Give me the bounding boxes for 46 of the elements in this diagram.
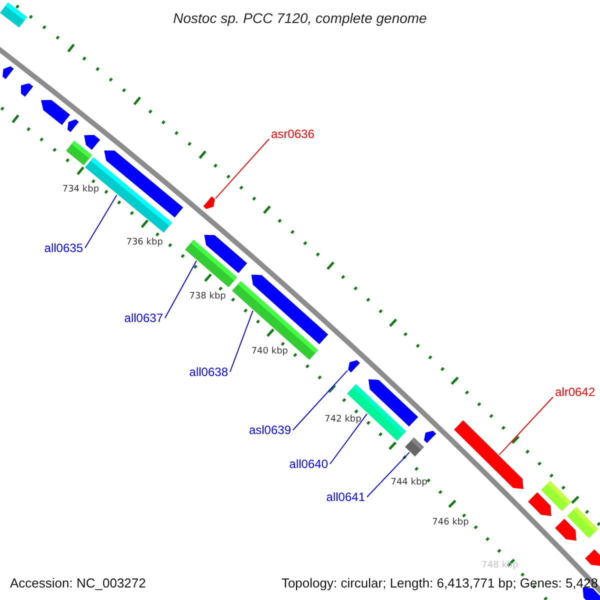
gene-feature <box>348 360 360 372</box>
scale-label: 744 kbp <box>390 478 428 488</box>
gene-feature <box>67 119 79 132</box>
scale-label: 742 kbp <box>324 415 362 424</box>
leader-line <box>292 370 348 430</box>
gene-feature <box>84 134 100 150</box>
gene-label: all0640 <box>289 458 328 470</box>
gene-feature <box>41 100 70 125</box>
gene-feature <box>203 196 215 209</box>
leader-line <box>215 138 270 199</box>
gene-feature <box>21 83 33 97</box>
gene-feature <box>555 518 576 541</box>
gene-label: all0635 <box>44 242 83 254</box>
gene-diamond <box>405 438 424 456</box>
genome-summary-text: Topology: circular; Length: 6,413,771 bp; Genes: 5,428 <box>281 576 598 590</box>
gene-label: alr0642 <box>555 386 596 398</box>
gene-label: all0637 <box>124 312 163 324</box>
scale-label: 740 kbp <box>251 348 288 357</box>
gene-label: asr0636 <box>271 128 314 140</box>
accession-text: Accession: NC_003272 <box>10 576 146 590</box>
gene-bar <box>541 480 571 512</box>
gene-feature <box>454 420 524 489</box>
leader-line <box>84 194 118 248</box>
gene-feature <box>204 234 247 274</box>
scale-label: 734 kbp <box>62 186 100 195</box>
scale-label: 736 kbp <box>126 238 163 248</box>
gene-feature <box>528 492 552 516</box>
gene-feature <box>424 430 436 444</box>
leader-line <box>498 396 554 456</box>
gene-bar <box>0 2 27 28</box>
leader-line <box>366 452 410 498</box>
scale-label: 738 kbp <box>189 292 226 302</box>
gene-label: all0638 <box>189 366 228 378</box>
map-title: Nostoc sp. PCC 7120, complete genome <box>173 11 427 25</box>
gene-feature <box>104 150 183 218</box>
gene-label: all0641 <box>326 491 365 503</box>
gene-feature <box>368 379 418 426</box>
gene-feature <box>585 549 600 566</box>
leader-line <box>164 260 197 318</box>
gene-feature <box>2 66 14 80</box>
gene-bar <box>567 506 598 538</box>
scale-label: 746 kbp <box>432 518 469 528</box>
scale-label: 748 kbp <box>482 562 518 570</box>
leader-line <box>330 413 368 464</box>
gene-label: asl0639 <box>248 424 291 436</box>
gene-feature <box>251 274 328 344</box>
